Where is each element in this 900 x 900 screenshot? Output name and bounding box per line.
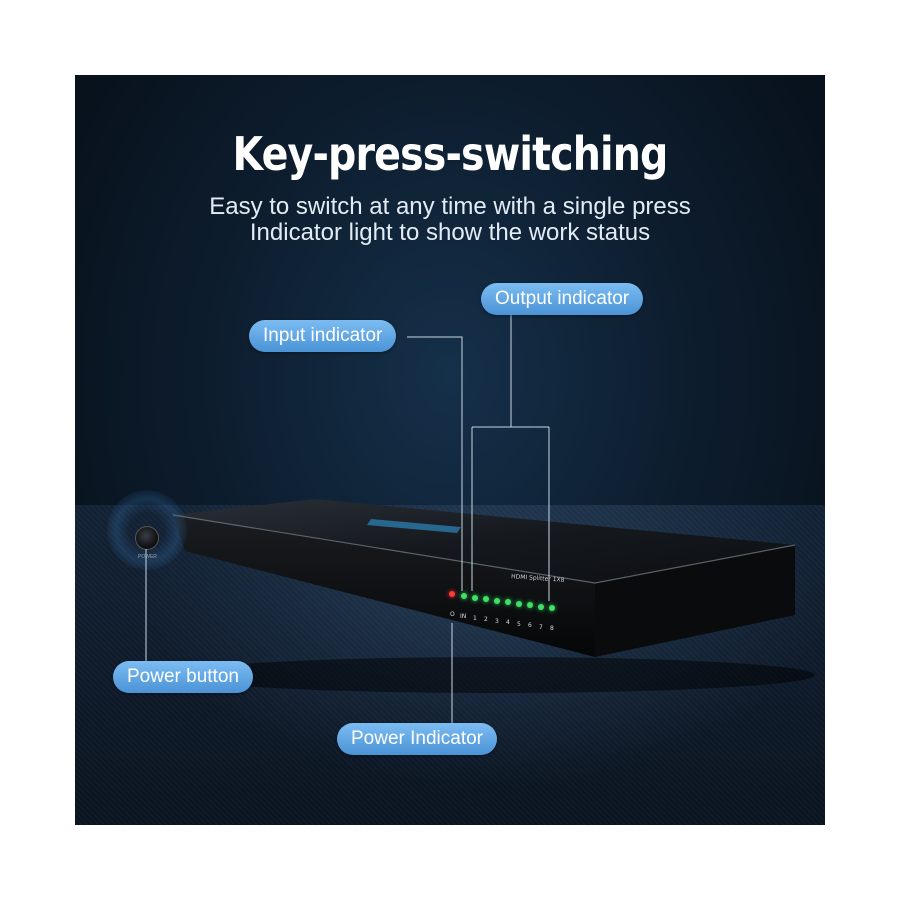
- input-led: [461, 593, 467, 599]
- port-label-4: 4: [506, 619, 510, 626]
- output-led-7: [538, 604, 544, 610]
- power-button[interactable]: [135, 526, 159, 550]
- output-led-1: [472, 595, 478, 601]
- port-label-2: 2: [484, 616, 488, 623]
- output-led-6: [527, 602, 533, 608]
- device-front: [173, 515, 595, 657]
- port-label-input: IN: [460, 613, 467, 620]
- port-label-5: 5: [517, 621, 521, 628]
- hdmi-splitter-device: [172, 499, 815, 693]
- headline: Key-press-switching: [232, 127, 668, 181]
- port-label-3: 3: [495, 618, 499, 625]
- subtitle-line-1: Easy to switch at any time with a single…: [209, 193, 691, 220]
- output-led-5: [516, 601, 522, 607]
- output-led-8: [549, 605, 555, 611]
- power-indicator-callout: Power Indicator: [337, 723, 498, 755]
- power-led: [449, 591, 455, 597]
- port-label-6: 6: [528, 622, 532, 629]
- output-led-3: [494, 598, 500, 604]
- port-label-8: 8: [550, 625, 554, 632]
- power-button-callout: Power button: [113, 661, 253, 693]
- port-label-power: O: [450, 611, 455, 618]
- output-led-4: [505, 599, 511, 605]
- callout-lines: [145, 313, 550, 723]
- output-indicator-callout: Output indicator: [481, 283, 644, 315]
- device-top: [173, 499, 795, 583]
- power-button-text: POWER: [138, 554, 157, 560]
- output-led-2: [483, 596, 489, 602]
- logo-plate: [367, 519, 461, 533]
- input-indicator-callout: Input indicator: [249, 320, 397, 352]
- port-label-1: 1: [473, 615, 477, 622]
- product-banner: Key-press-switching Easy to switch at an…: [75, 75, 825, 825]
- port-label-7: 7: [539, 624, 543, 631]
- subtitle-line-2: Indicator light to show the work status: [249, 219, 651, 246]
- device-side: [595, 545, 795, 657]
